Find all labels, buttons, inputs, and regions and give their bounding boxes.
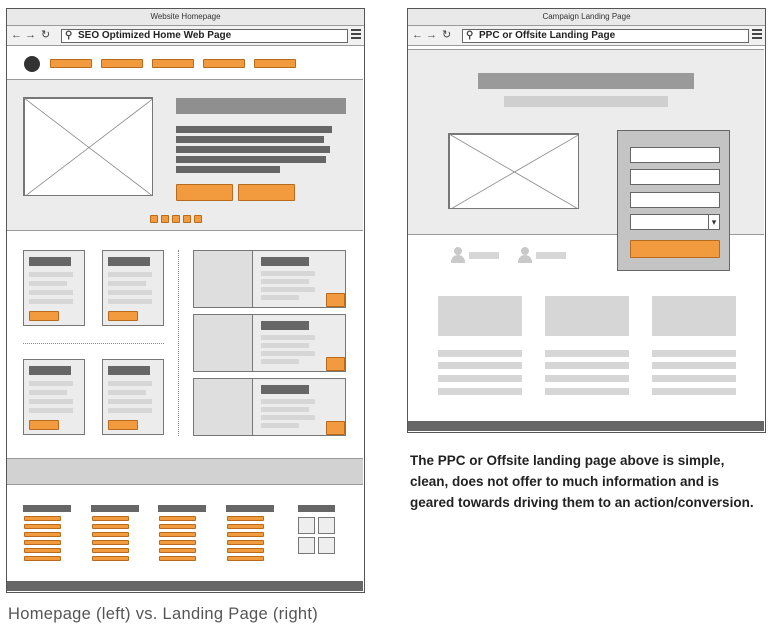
- nav-item[interactable]: [50, 59, 92, 68]
- url-field[interactable]: ⚲ PPC or Offsite Landing Page: [462, 29, 749, 43]
- footer-column: [91, 505, 141, 565]
- menu-icon[interactable]: [752, 29, 762, 41]
- carousel-dot[interactable]: [161, 215, 169, 223]
- card-button[interactable]: [108, 311, 138, 321]
- figure-label: Homepage (left) vs. Landing Page (right): [8, 605, 319, 623]
- url-field[interactable]: ⚲ SEO Optimized Home Web Page: [61, 29, 348, 43]
- benefit-column: [652, 296, 736, 395]
- person-icon: [451, 247, 465, 263]
- window-title: Website Homepage: [7, 9, 364, 26]
- content-card: [23, 359, 85, 435]
- footer-bar: [7, 581, 363, 591]
- carousel-dot[interactable]: [183, 215, 191, 223]
- content-card: [102, 250, 164, 326]
- feature-card: [193, 378, 346, 436]
- window-title: Campaign Landing Page: [408, 9, 765, 26]
- feature-card: [193, 250, 346, 308]
- content-card: [23, 250, 85, 326]
- footer-thumbnail-grid: [298, 505, 338, 565]
- feature-card-button[interactable]: [326, 357, 345, 371]
- testimonial-name-bar: [469, 252, 499, 259]
- landing-heading-bar: [478, 73, 694, 89]
- hero-image-placeholder: [23, 97, 153, 196]
- form-select-field[interactable]: ▾: [630, 214, 720, 230]
- refresh-icon[interactable]: ↻: [41, 29, 51, 41]
- hero-text-line: [176, 156, 326, 163]
- dotted-divider: [23, 343, 164, 344]
- landing-subheading-bar: [504, 96, 668, 107]
- form-text-field[interactable]: [630, 169, 720, 185]
- search-icon: ⚲: [466, 30, 474, 41]
- forward-arrow-icon[interactable]: →: [426, 29, 437, 41]
- gray-band: [7, 458, 363, 485]
- hero-text-line: [176, 146, 330, 153]
- url-text: SEO Optimized Home Web Page: [78, 30, 232, 41]
- lead-form-panel: ▾: [617, 130, 730, 271]
- search-icon: ⚲: [65, 30, 73, 41]
- hero-text-line: [176, 166, 280, 173]
- nav-item[interactable]: [152, 59, 194, 68]
- card-button[interactable]: [108, 420, 138, 430]
- feature-card-button[interactable]: [326, 421, 345, 435]
- nav-item[interactable]: [203, 59, 245, 68]
- footer-column: [226, 505, 276, 565]
- landing-page-wireframe-window: Campaign Landing Page ← → ↻ ⚲ PPC or Off…: [407, 8, 766, 433]
- hero-heading-bar: [176, 98, 346, 114]
- homepage-wireframe-window: Website Homepage ← → ↻ ⚲ SEO Optimized H…: [6, 8, 365, 593]
- landing-image-placeholder: [448, 133, 579, 209]
- footer-column: [23, 505, 73, 565]
- address-bar: ← → ↻ ⚲ SEO Optimized Home Web Page: [7, 26, 364, 46]
- nav-item[interactable]: [254, 59, 296, 68]
- hero-cta-button[interactable]: [176, 184, 233, 201]
- url-text: PPC or Offsite Landing Page: [479, 30, 616, 41]
- form-text-field[interactable]: [630, 192, 720, 208]
- hero-cta-button[interactable]: [238, 184, 295, 201]
- back-arrow-icon[interactable]: ←: [412, 29, 423, 41]
- logo-circle: [24, 56, 40, 72]
- benefit-column: [438, 296, 522, 395]
- card-button[interactable]: [29, 311, 59, 321]
- nav-item[interactable]: [101, 59, 143, 68]
- forward-arrow-icon[interactable]: →: [25, 29, 36, 41]
- hero-text-line: [176, 126, 332, 133]
- hero-section: [7, 79, 363, 231]
- carousel-dot[interactable]: [150, 215, 158, 223]
- carousel-dot[interactable]: [172, 215, 180, 223]
- footer-bar: [408, 421, 764, 431]
- menu-icon[interactable]: [351, 29, 361, 41]
- feature-card: [193, 314, 346, 372]
- carousel-dot[interactable]: [194, 215, 202, 223]
- footer-column: [158, 505, 208, 565]
- benefit-column: [545, 296, 629, 395]
- comparison-caption: The PPC or Offsite landing page above is…: [410, 453, 754, 510]
- card-button[interactable]: [29, 420, 59, 430]
- hero-text-line: [176, 136, 324, 143]
- person-icon: [518, 247, 532, 263]
- refresh-icon[interactable]: ↻: [442, 29, 452, 41]
- dropdown-arrow-icon: ▾: [708, 215, 719, 229]
- form-submit-button[interactable]: [630, 240, 720, 258]
- form-text-field[interactable]: [630, 147, 720, 163]
- address-bar: ← → ↻ ⚲ PPC or Offsite Landing Page: [408, 26, 765, 46]
- vertical-dotted-divider: [178, 250, 179, 436]
- testimonial-name-bar: [536, 252, 566, 259]
- feature-card-button[interactable]: [326, 293, 345, 307]
- content-card: [102, 359, 164, 435]
- back-arrow-icon[interactable]: ←: [11, 29, 22, 41]
